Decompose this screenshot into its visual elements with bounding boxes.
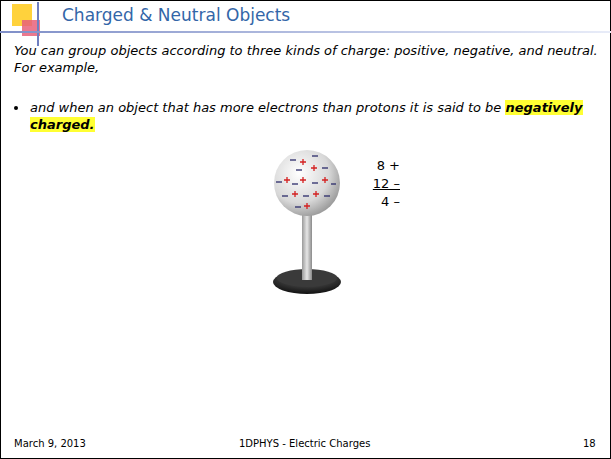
bullet-sentence: and when an object that has more electro… (30, 100, 501, 115)
charge-count: 8 + (360, 158, 400, 173)
intro-text: You can group objects according to three… (14, 42, 599, 76)
deco-line (37, 2, 39, 46)
title-rule (0, 31, 611, 33)
slide-title: Charged & Neutral Objects (62, 5, 290, 25)
charge-count: 4 – (360, 194, 400, 209)
minus-signs (276, 156, 336, 207)
charge-count: 12 – (360, 176, 400, 191)
plus-signs (284, 159, 328, 209)
footer-date: March 9, 2013 (14, 438, 86, 449)
bullet-dot (14, 106, 18, 110)
bullet-text: and when an object that has more electro… (30, 99, 595, 133)
electroscope (273, 150, 341, 294)
footer-course: 1DPHYS - Electric Charges (239, 438, 370, 449)
page-number: 18 (583, 438, 596, 449)
